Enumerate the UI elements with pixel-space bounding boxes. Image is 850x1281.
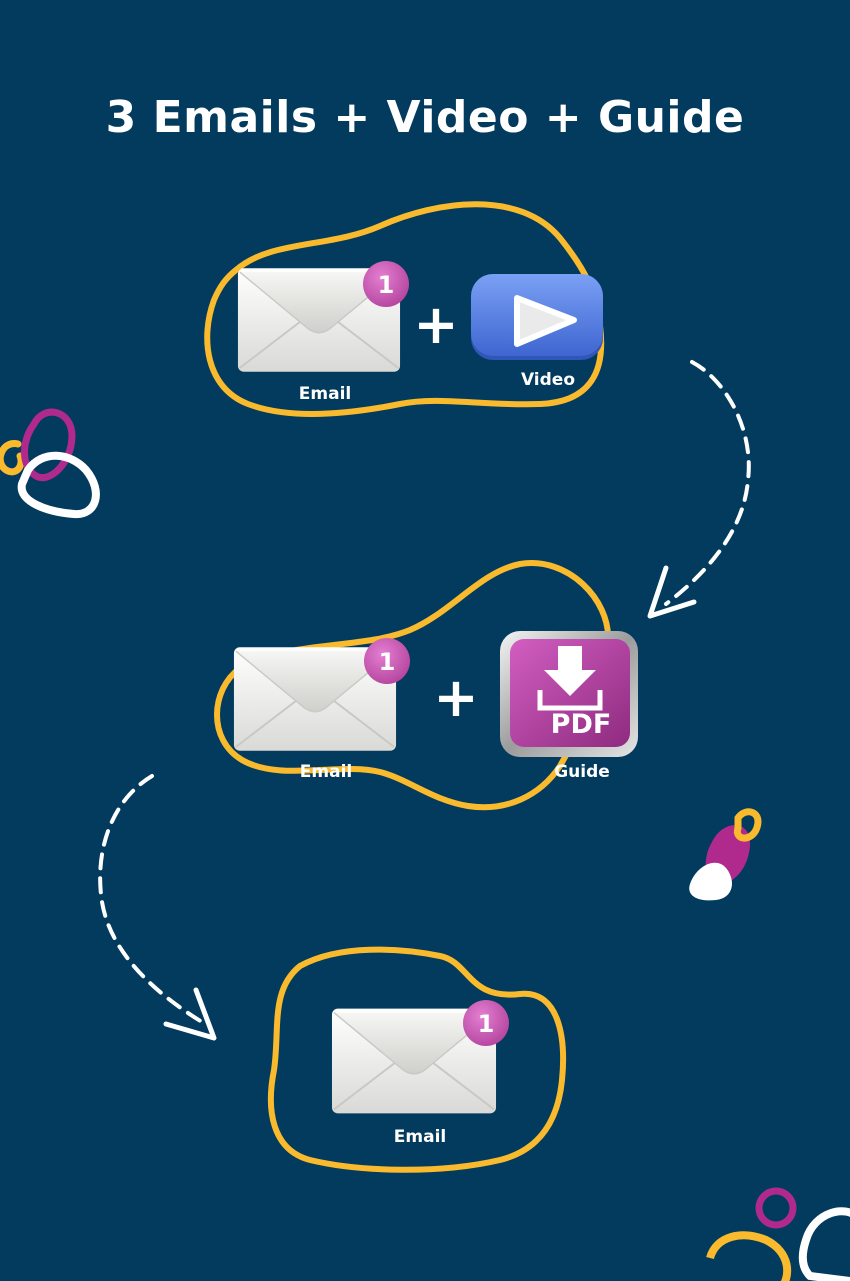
step-1-video-label: Video — [521, 370, 575, 390]
step-2-email-icon: 1 — [232, 638, 410, 752]
badge-count: 1 — [379, 648, 396, 676]
step-3-group: 1 Email — [267, 946, 567, 1173]
dashed-arrow-2 — [98, 774, 217, 1041]
decor-blob-right — [689, 808, 762, 901]
decor-squiggle-bottom — [706, 1187, 850, 1281]
step-3-outline — [267, 946, 567, 1173]
pdf-download-icon: PDF — [500, 631, 638, 757]
dashed-arrow-1 — [647, 360, 751, 619]
step-2-group: 1 Email + PDF Guide — [214, 560, 638, 811]
badge-count: 1 — [478, 1010, 495, 1038]
notification-badge — [364, 638, 410, 684]
notification-badge — [463, 1000, 509, 1046]
step-3-email-icon: 1 — [330, 1000, 509, 1115]
step-1-group: 1 Email + Video — [204, 201, 605, 417]
step-1-email-icon: 1 — [236, 261, 409, 373]
step-1-outline — [204, 201, 605, 417]
page-title: 3 Emails + Video + Guide — [105, 92, 745, 143]
plus-sign: + — [413, 293, 458, 356]
decor-squiggle-left — [0, 408, 100, 519]
step-3-email-label: Email — [394, 1127, 446, 1147]
play-button-icon — [471, 274, 603, 360]
step-2-email-label: Email — [300, 762, 352, 782]
plus-sign: + — [433, 666, 478, 729]
step-2-guide-label: Guide — [554, 762, 610, 782]
notification-badge — [363, 261, 409, 307]
badge-count: 1 — [378, 271, 395, 299]
pdf-label: PDF — [551, 709, 612, 740]
step-1-email-label: Email — [299, 384, 351, 404]
